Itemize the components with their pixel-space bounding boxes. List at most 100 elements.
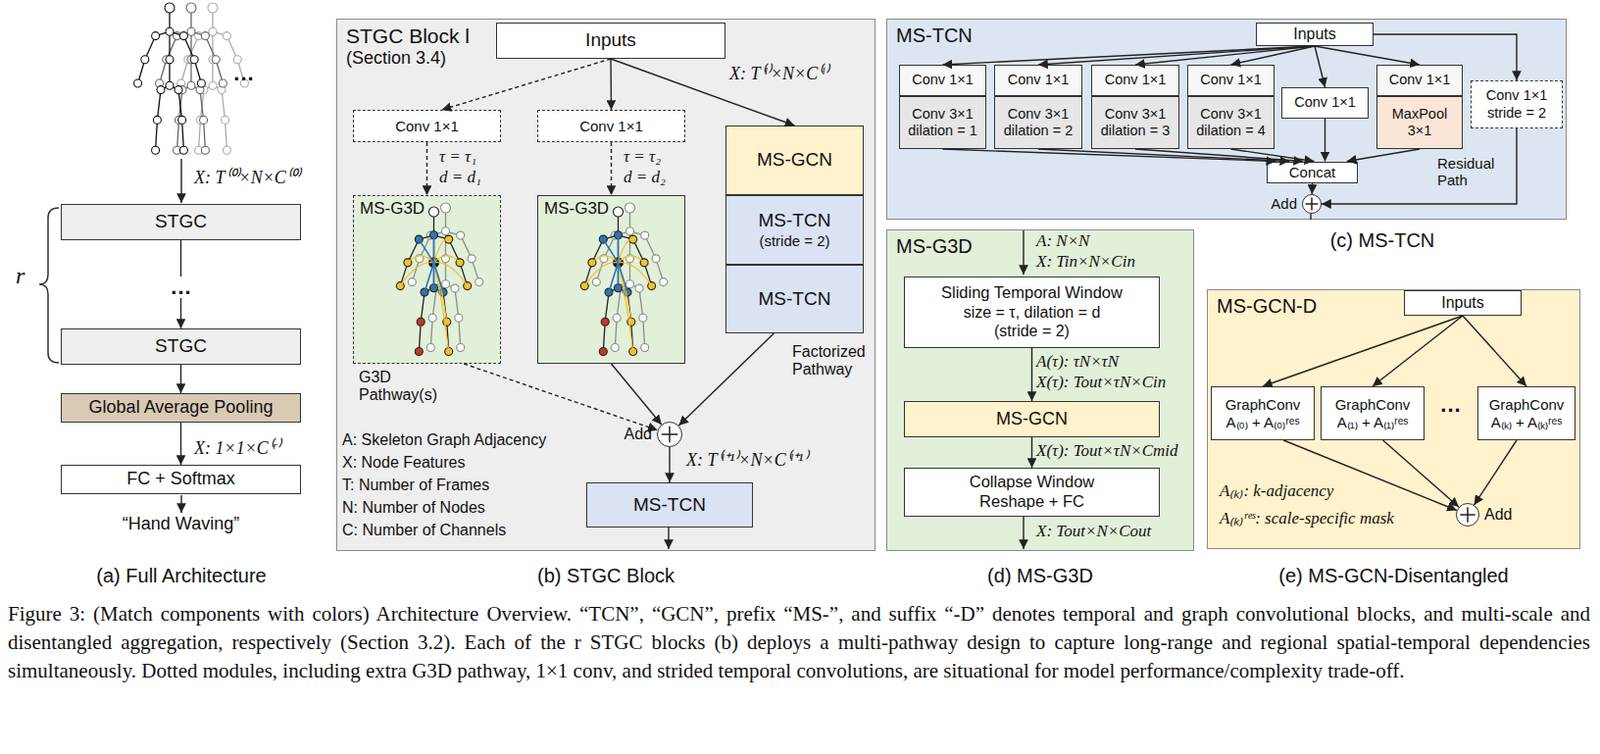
neighbor-link <box>618 262 629 293</box>
joint <box>613 206 624 217</box>
bone <box>419 235 431 259</box>
box-label: Conv 1×1 <box>1389 71 1450 89</box>
joint <box>196 115 204 124</box>
process-box: Conv 1×1 <box>1281 87 1369 119</box>
joint <box>442 254 450 263</box>
bone <box>430 317 433 348</box>
joint <box>186 2 197 13</box>
joint <box>648 282 656 291</box>
neighbor-link <box>433 262 436 289</box>
joint <box>403 258 412 267</box>
joint <box>442 227 450 236</box>
box-label: Conv 3×1 <box>1200 105 1261 123</box>
process-box: MS-TCN(stride = 2) <box>725 195 864 265</box>
joint <box>426 344 435 352</box>
joint <box>442 280 450 289</box>
box-sublabel: dilation = 3 <box>1100 122 1171 140</box>
bone <box>643 317 646 348</box>
joint <box>174 115 183 124</box>
joint <box>450 284 459 293</box>
joint <box>187 55 196 64</box>
bone <box>617 235 619 263</box>
bone <box>446 284 456 289</box>
box-label: Inputs <box>1441 293 1485 312</box>
connector <box>610 58 796 126</box>
bone <box>211 59 213 86</box>
process-box: Conv 1×1 <box>1376 64 1463 97</box>
joint <box>604 288 613 297</box>
module-panel: InputsConv 1×1Conv 1×1MS-G3DMS-G3DMS-GCN… <box>336 18 876 551</box>
box-sublabel: A₍₀₎ + A₍₀₎ʳᵉˢ <box>1226 413 1300 432</box>
bone <box>138 59 146 84</box>
box-label: MS-TCN <box>896 23 973 48</box>
neighbor-link <box>434 262 445 293</box>
box-label: Conv 1×1 <box>1486 87 1548 104</box>
box-label: Conv 1×1 <box>1104 71 1166 89</box>
joint <box>426 231 435 240</box>
neighbor-link <box>617 235 620 263</box>
joint <box>141 55 150 64</box>
connector <box>1462 315 1527 387</box>
joint <box>200 146 209 154</box>
joint <box>430 284 439 293</box>
process-box: Conv 1×1 <box>1187 64 1275 97</box>
connector <box>442 58 611 110</box>
skeleton <box>177 2 250 154</box>
bone <box>166 36 178 60</box>
bone <box>449 239 460 263</box>
connector <box>180 364 182 394</box>
panel-caption: (e) MS-GCN-Disentangled <box>1206 564 1581 588</box>
skeleton <box>134 2 206 154</box>
bone <box>215 59 223 84</box>
annotation: Factorized Pathway <box>792 343 875 379</box>
annotation: X: T⁽ˡ⁺¹⁾×N×C⁽ˡ⁺¹⁾ <box>686 447 808 471</box>
joint <box>600 254 608 263</box>
connector <box>1311 183 1314 196</box>
annotation: X(τ): Tout×τN×Cin <box>1036 372 1166 393</box>
joint <box>178 115 187 124</box>
box-label: Collapse Window <box>969 472 1095 493</box>
bone <box>199 31 213 36</box>
annotation: d = d₂ <box>623 167 666 188</box>
joint <box>445 348 453 356</box>
annotation: A₍ₖ₎: k-adjacency <box>1219 478 1334 501</box>
bone <box>203 119 206 150</box>
module-panel: InputsConv 1×1Conv 3×1dilation = 1Conv 1… <box>886 18 1567 220</box>
bone <box>655 258 664 283</box>
connector <box>1135 46 1315 65</box>
bone <box>434 235 450 240</box>
joint <box>626 280 635 289</box>
joint <box>222 146 231 154</box>
box-label: Global Average Pooling <box>89 397 274 419</box>
joint <box>443 317 451 326</box>
process-box: MS-GCN <box>903 400 1160 438</box>
box-label: Add <box>624 424 652 444</box>
bone <box>436 284 447 289</box>
joint <box>600 317 609 326</box>
optional-box: Conv 1×1 <box>537 109 686 143</box>
joint <box>623 288 632 297</box>
joint <box>173 146 182 154</box>
bone <box>400 262 408 287</box>
bone <box>433 235 435 263</box>
output-arrow <box>1309 213 1311 220</box>
sum-node: Add <box>656 421 683 448</box>
aggregation-link <box>434 262 448 322</box>
bone <box>168 7 170 32</box>
box-sublabel: Reshape + FC <box>979 492 1085 512</box>
bone <box>592 239 603 263</box>
annotation: G3D Pathway(s) <box>358 368 457 404</box>
connector <box>943 46 1316 65</box>
box-label: Conv 1×1 <box>1007 71 1069 89</box>
optional-box: Conv 1×1 <box>352 109 501 143</box>
joint <box>614 231 623 240</box>
joint <box>217 86 226 95</box>
box-label: FC + Softmax <box>126 468 236 491</box>
joint <box>626 227 635 236</box>
joint <box>629 348 638 356</box>
process-box: Conv 3×1dilation = 1 <box>899 96 987 150</box>
box-label: MS-TCN <box>758 209 832 233</box>
box-sublabel: (stride = 2) <box>994 321 1070 341</box>
bone <box>608 288 619 293</box>
bone <box>618 288 629 293</box>
